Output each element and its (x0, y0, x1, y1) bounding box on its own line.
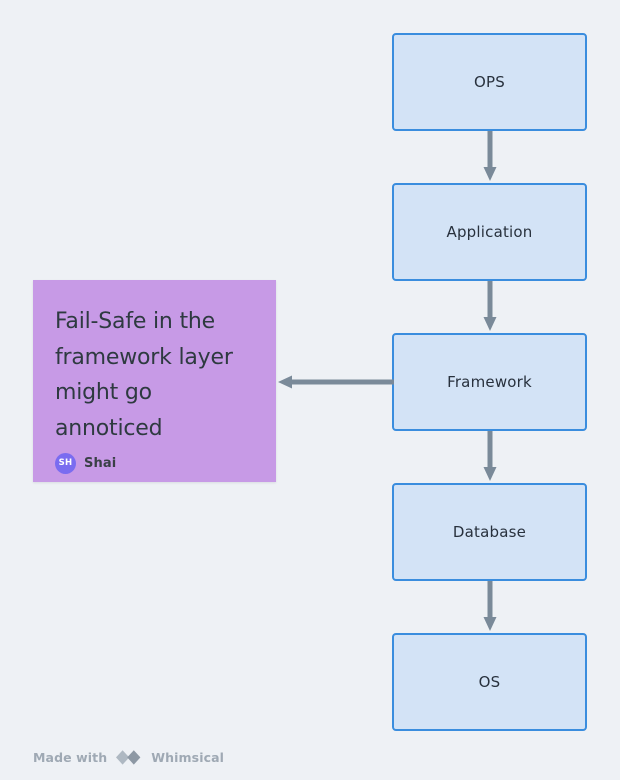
footer-prefix-label: Made with (33, 750, 108, 765)
arrow-down-icon-application-to-framework (483, 281, 497, 333)
flow-node-database[interactable]: Database (392, 483, 587, 581)
sticky-note-author: SH Shai (55, 452, 254, 474)
flow-node-label: Database (452, 523, 527, 541)
flow-node-framework[interactable]: Framework (392, 333, 587, 431)
author-name: Shai (84, 455, 117, 471)
footer-brand-label: Whimsical (151, 750, 225, 765)
sticky-note[interactable]: Fail-Safe in the framework layer might g… (33, 280, 276, 482)
sticky-note-text: Fail-Safe in the framework layer might g… (55, 309, 233, 441)
flow-node-label: OPS (474, 73, 505, 91)
avatar: SH (55, 452, 76, 474)
arrow-left-icon-framework-to-note (276, 374, 394, 390)
arrow-down-icon-framework-to-database (483, 431, 497, 483)
flow-node-ops[interactable]: OPS (392, 33, 587, 131)
footer-attribution[interactable]: Made with Whimsical (33, 749, 224, 766)
flow-node-os[interactable]: OS (392, 633, 587, 731)
arrow-down-icon-ops-to-application (483, 131, 497, 183)
flow-node-label: Application (446, 223, 533, 241)
arrow-down-icon-database-to-os (483, 581, 497, 633)
flow-node-label: OS (478, 673, 501, 691)
flow-node-application[interactable]: Application (392, 183, 587, 281)
whimsical-diamond-logo-icon (114, 749, 144, 766)
flow-node-label: Framework (447, 373, 532, 391)
